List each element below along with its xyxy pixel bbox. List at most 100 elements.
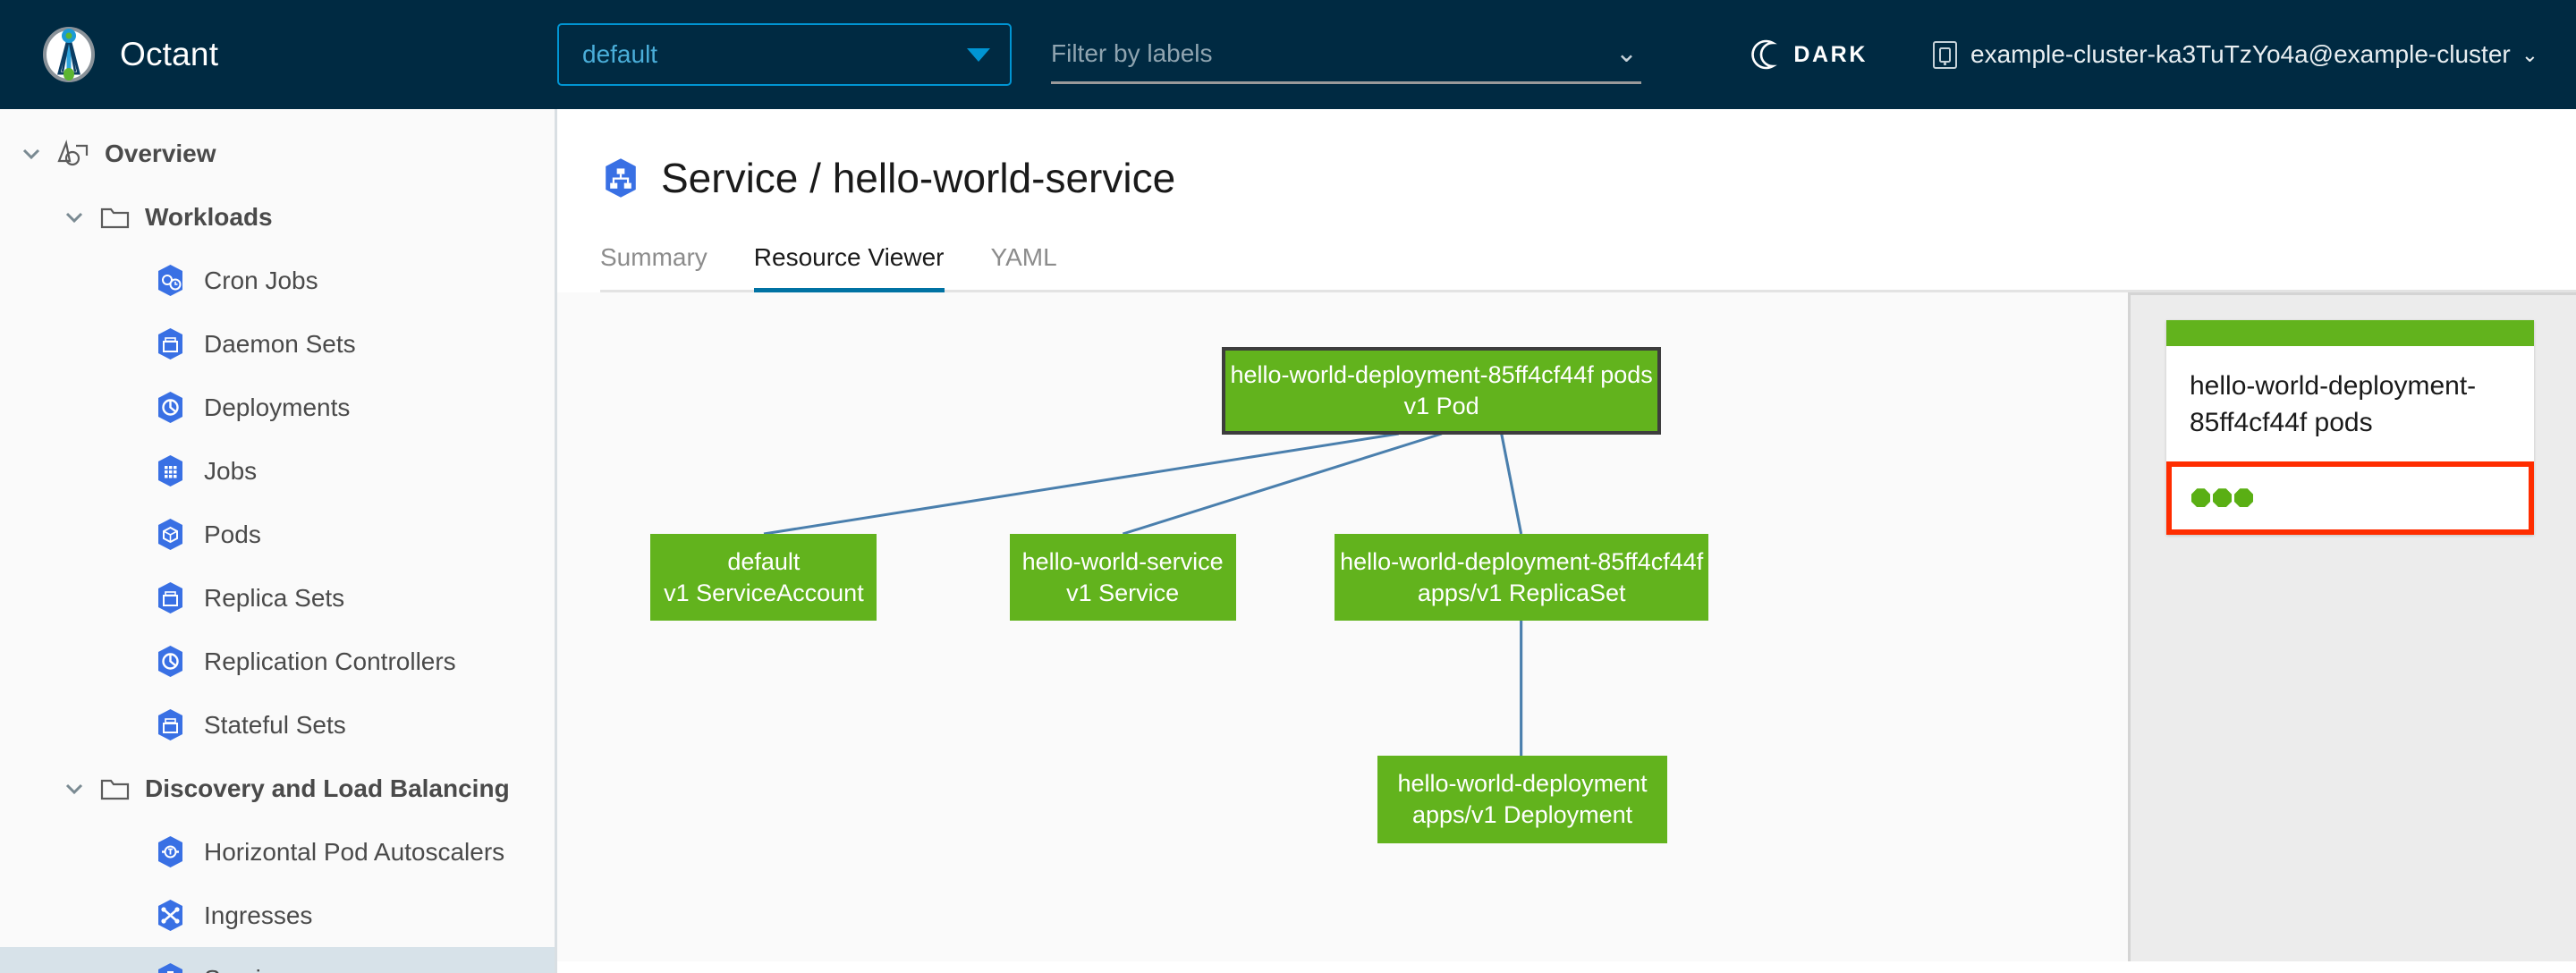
detail-card-status-bar <box>2166 320 2534 346</box>
body: Overview Workloads Cron Jobs Daemon Sets <box>0 109 2576 973</box>
graph-node-serviceaccount[interactable]: default v1 ServiceAccount <box>650 534 877 622</box>
ingress-icon <box>154 899 187 932</box>
sidebar-group-overview[interactable]: Overview <box>0 122 555 185</box>
cronjob-icon <box>154 264 187 297</box>
daemonset-icon <box>154 327 187 360</box>
resource-viewer: hello-world-deployment-85ff4cf44f pods v… <box>557 292 2576 961</box>
header-right-group: DARK example-cluster-ka3TuTzYo4a@example… <box>1751 39 2538 70</box>
chevron-down-icon: ⌄ <box>2521 42 2538 66</box>
sidebar-item-label: Replication Controllers <box>204 647 456 675</box>
edge-pod-serviceaccount <box>763 432 1399 536</box>
moon-icon <box>1751 39 1782 70</box>
sidebar-item-deployments[interactable]: Deployments <box>0 376 555 439</box>
sidebar-item-replication-controllers[interactable]: Replication Controllers <box>0 630 555 693</box>
resource-graph-canvas[interactable]: hello-world-deployment-85ff4cf44f pods v… <box>557 292 2128 961</box>
detail-card-status-section[interactable] <box>2166 461 2534 535</box>
replicaset-icon <box>154 581 187 614</box>
graph-node-service[interactable]: hello-world-service v1 Service <box>1009 534 1236 622</box>
sidebar-item-label: Pods <box>204 520 261 548</box>
graph-node-kind: v1 Pod <box>1403 392 1479 419</box>
status-dot[interactable] <box>2234 488 2253 508</box>
service-icon <box>154 962 187 973</box>
job-icon <box>154 454 187 487</box>
graph-edges <box>763 432 1523 756</box>
chevron-down-icon[interactable] <box>59 202 89 233</box>
status-dot[interactable] <box>2213 488 2232 508</box>
service-icon <box>600 157 641 199</box>
graph-node-name: hello-world-deployment <box>1397 769 1648 797</box>
sidebar-item-label: Services <box>204 965 300 973</box>
graph-node-name: hello-world-deployment-85ff4cf44f <box>1340 547 1704 575</box>
tab-bar: Summary Resource Viewer YAML <box>600 237 2576 292</box>
sidebar-item-label: Cron Jobs <box>204 266 318 294</box>
graph-node-name: hello-world-service <box>1021 547 1224 575</box>
overview-icon <box>57 139 89 168</box>
folder-icon <box>100 204 130 231</box>
page-header: Service / hello-world-service <box>557 109 2576 202</box>
statefulset-icon <box>154 708 187 741</box>
namespace-select[interactable]: default <box>557 23 1012 86</box>
sidebar-item-label: Jobs <box>204 456 258 485</box>
graph-node-name: hello-world-deployment-85ff4cf44f pods <box>1230 360 1653 388</box>
sidebar-section-workloads[interactable]: Workloads <box>0 185 555 249</box>
hpa-icon <box>154 835 187 868</box>
octant-logo-icon <box>41 27 97 82</box>
sidebar-item-ingresses[interactable]: Ingresses <box>0 884 555 947</box>
brand-name: Octant <box>120 36 219 72</box>
graph-node-deployment[interactable]: hello-world-deployment apps/v1 Deploymen… <box>1377 756 1668 843</box>
sidebar-item-pods[interactable]: Pods <box>0 503 555 566</box>
sidebar-item-label: Horizontal Pod Autoscalers <box>204 837 505 866</box>
tab-yaml[interactable]: YAML <box>990 243 1057 271</box>
graph-node-kind: apps/v1 Deployment <box>1411 800 1633 828</box>
replicationcontroller-icon <box>154 645 187 678</box>
chevron-down-icon <box>967 47 990 62</box>
folder-icon <box>100 775 130 802</box>
sidebar-group-label: Overview <box>105 139 216 167</box>
tab-resource-viewer[interactable]: Resource Viewer <box>753 243 945 292</box>
status-dot[interactable] <box>2191 488 2210 508</box>
pod-icon <box>154 518 187 551</box>
edge-pod-service <box>1122 432 1443 536</box>
sidebar-item-label: Ingresses <box>204 901 313 929</box>
chevron-down-icon: ⌄ <box>1614 38 1638 68</box>
label-filter-placeholder: Filter by labels <box>1051 38 1213 67</box>
sidebar-section-discovery-and-load-balancing[interactable]: Discovery and Load Balancing <box>0 757 555 820</box>
cluster-context-label: example-cluster-ka3TuTzYo4a@example-clus… <box>1970 40 2511 68</box>
graph-node-kind: apps/v1 ReplicaSet <box>1417 579 1626 606</box>
status-dots <box>2191 488 2253 508</box>
theme-toggle-button[interactable]: DARK <box>1751 39 1868 70</box>
detail-card-title: hello-world-deployment-85ff4cf44f pods <box>2190 371 2477 438</box>
graph-node-kind: v1 Service <box>1066 579 1180 606</box>
graph-node-kind: v1 ServiceAccount <box>664 579 864 606</box>
detail-card[interactable]: hello-world-deployment-85ff4cf44f pods <box>2166 320 2534 535</box>
detail-panel: hello-world-deployment-85ff4cf44f pods <box>2128 292 2576 961</box>
graph-node-pod[interactable]: hello-world-deployment-85ff4cf44f pods v… <box>1221 347 1662 435</box>
sidebar-item-daemon-sets[interactable]: Daemon Sets <box>0 312 555 376</box>
chevron-down-icon[interactable] <box>16 139 47 169</box>
edge-pod-replicaset <box>1500 433 1523 535</box>
tab-summary[interactable]: Summary <box>600 243 708 271</box>
cluster-icon <box>1932 40 1958 70</box>
graph-node-name: default <box>727 547 801 575</box>
brand[interactable]: Octant <box>41 27 557 82</box>
sidebar-item-horizontal-pod-autoscalers[interactable]: Horizontal Pod Autoscalers <box>0 820 555 884</box>
graph-node-replicaset[interactable]: hello-world-deployment-85ff4cf44f apps/v… <box>1335 534 1709 622</box>
main-content: Service / hello-world-service Summary Re… <box>557 109 2576 973</box>
sidebar-item-jobs[interactable]: Jobs <box>0 439 555 503</box>
sidebar-item-services[interactable]: Services <box>0 947 555 973</box>
sidebar-item-label: Daemon Sets <box>204 329 356 358</box>
sidebar-item-label: Stateful Sets <box>204 710 346 739</box>
sidebar-item-label: Deployments <box>204 393 351 421</box>
sidebar: Overview Workloads Cron Jobs Daemon Sets <box>0 109 557 973</box>
cluster-context-switcher[interactable]: example-cluster-ka3TuTzYo4a@example-clus… <box>1932 40 2538 70</box>
sidebar-item-stateful-sets[interactable]: Stateful Sets <box>0 693 555 757</box>
top-header: Octant default Filter by labels ⌄ DARK <box>0 0 2576 109</box>
sidebar-item-replica-sets[interactable]: Replica Sets <box>0 566 555 630</box>
namespace-select-value: default <box>582 40 658 68</box>
label-filter-input[interactable]: Filter by labels ⌄ <box>1051 25 1641 84</box>
chevron-down-icon[interactable] <box>59 774 89 804</box>
page-title: Service / hello-world-service <box>661 155 1176 201</box>
theme-toggle-label: DARK <box>1793 41 1868 67</box>
sidebar-item-label: Replica Sets <box>204 583 345 612</box>
sidebar-item-cron-jobs[interactable]: Cron Jobs <box>0 249 555 312</box>
